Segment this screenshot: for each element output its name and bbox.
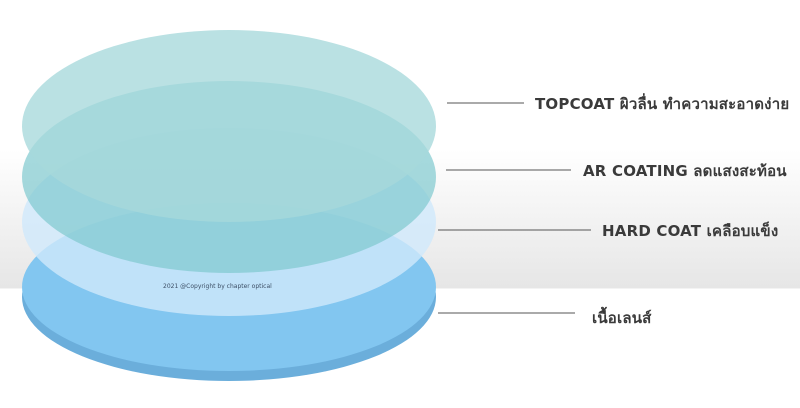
hard-coat-label: HARD COAT เคลือบแข็ง bbox=[602, 222, 779, 240]
topcoat-label: TOPCOAT ผิวลื่น ทำความสะอาดง่าย bbox=[535, 95, 790, 113]
topcoat-layer bbox=[22, 30, 436, 222]
ar-coating-label: AR COATING ลดแสงสะท้อน bbox=[583, 162, 787, 180]
copyright-text: 2021 @Copyright by chapter optical bbox=[163, 283, 272, 290]
lens-material-label: เนื้อเลนส์ bbox=[592, 309, 652, 327]
